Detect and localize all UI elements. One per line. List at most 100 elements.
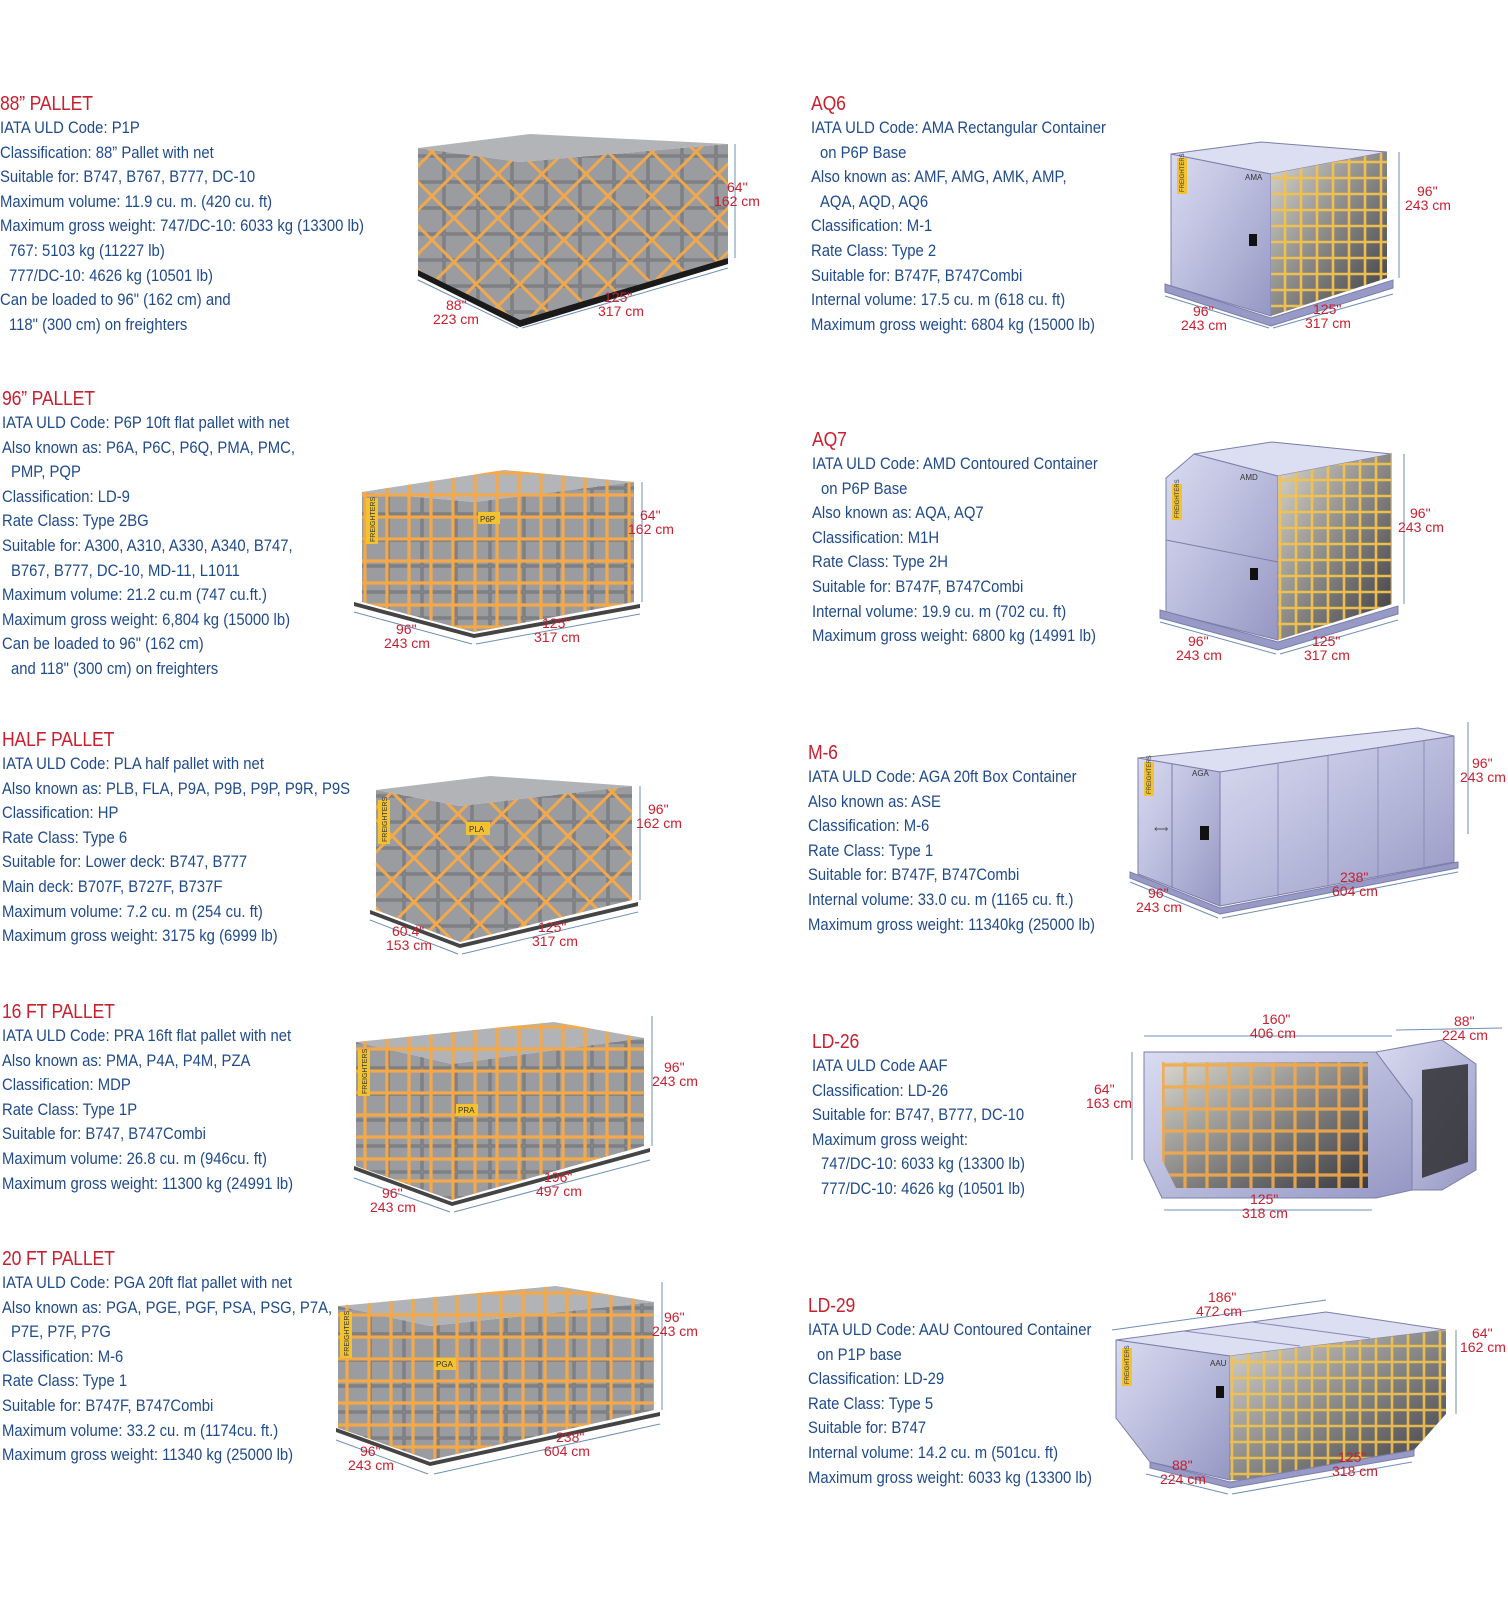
dim-length-in: 238" (1340, 869, 1368, 885)
spec-line: Rate Class: Type 2H (812, 553, 948, 572)
cargo-net-side (460, 786, 632, 942)
dim-length-in: 196" (544, 1169, 572, 1185)
spec-line: Suitable for: B747, B747Combi (2, 1125, 206, 1144)
dim-length-cm: 318 cm (1242, 1205, 1288, 1221)
spec-line: Maximum volume: 21.2 cu.m (747 cu.ft.) (2, 586, 267, 605)
half-pallet-illustration: FREIGHTERS PLA 96" 162 cm 60.4" 153 cm 1… (369, 776, 682, 955)
spec-line: 118" (300 cm) on freighters (9, 315, 188, 334)
freighters-tag (1177, 158, 1187, 194)
entry-aq7: AQ7 IATA ULD Code: AMD Contoured Contain… (812, 428, 1130, 649)
dim-width-cm: 243 cm (1181, 317, 1227, 333)
dim-height-cm: 162 cm (1460, 1339, 1506, 1355)
spec-line: Suitable for: B747F, B747Combi (808, 866, 1020, 885)
spec-line: 747/DC-10: 6033 kg (13300 lb) (821, 1155, 1025, 1174)
uld-id-plate-label: PRA (458, 1106, 475, 1115)
spec-line: Can be loaded to 96" (162 cm) (2, 635, 204, 654)
uld-id-plate-label: P6P (480, 515, 495, 524)
entry-m6: M-6 IATA ULD Code: AGA 20ft Box Containe… (808, 741, 1127, 937)
cargo-net-top (356, 1022, 644, 1064)
uld-id-plate (456, 1104, 478, 1116)
dim-top-in: 160" (1262, 1011, 1290, 1027)
door-latch (1250, 568, 1258, 580)
spec-line: Maximum gross weight: 6800 kg (14991 lb) (812, 627, 1096, 646)
spec-line: IATA ULD Code: PLA half pallet with net (2, 755, 264, 773)
uld-id-plate (434, 1358, 456, 1370)
spec-line: Classification: MDP (2, 1076, 131, 1095)
cargo-net-front (418, 148, 520, 320)
spec-line: Also known as: AMF, AMG, AMK, AMP, (811, 168, 1067, 187)
dimension-annotations: 64" 162 cm 96" 243 cm 125" 317 cm (353, 482, 674, 651)
cargo-net-top (338, 1286, 654, 1326)
dim-height-in: 96" (664, 1059, 685, 1075)
spec-line: Rate Class: Type 1 (808, 841, 934, 860)
dim-width-cm: 243 cm (384, 635, 430, 651)
dim-length-in: 125" (1313, 301, 1341, 317)
spec-line: 767: 5103 kg (11227 lb) (9, 241, 165, 260)
spec-line: IATA ULD Code: PGA 20ft flat pallet with… (2, 1274, 292, 1292)
freighters-tag-label: FREIGHTERS (1175, 479, 1181, 518)
dim-width-in: 60.4" (392, 923, 424, 939)
entry-20ft-pallet: 20 FT PALLET IATA ULD Code: PGA 20ft fla… (2, 1247, 369, 1468)
dim-height-cm: 243 cm (1405, 197, 1451, 213)
spec-line: Suitable for: B747F, B747Combi (2, 1396, 214, 1415)
cargo-net-side (474, 482, 634, 632)
uld-id-label: AMD (1240, 473, 1258, 482)
spec-line: 777/DC-10: 4626 kg (10501 lb) (9, 266, 213, 285)
spec-line: on P1P base (817, 1345, 902, 1364)
pallet-88-illustration: 64" 162 cm 88" 223 cm 125" 317 cm (417, 134, 760, 329)
dim-height-cm: 243 cm (1398, 519, 1444, 535)
entry-88-pallet: 88” PALLET IATA ULD Code: P1P Classifica… (0, 92, 404, 337)
dim-width-cm: 243 cm (1176, 647, 1222, 663)
side-window (1422, 1064, 1468, 1178)
dim-length-in: 125" (1312, 633, 1340, 649)
container-base (1159, 605, 1399, 651)
spec-line: IATA ULD Code: PRA 16ft flat pallet with… (2, 1027, 292, 1045)
spec-line: Classification: M-6 (808, 817, 930, 836)
spec-line: B767, B777, DC-10, MD-11, L1011 (11, 561, 240, 580)
spec-line: Rate Class: Type 5 (808, 1394, 934, 1413)
entry-title: AQ7 (812, 429, 847, 451)
dim-height-cm: 163 cm (1086, 1095, 1132, 1111)
dim-length-in: 125" (604, 289, 632, 305)
dim-height-cm: 162 cm (636, 815, 682, 831)
spec-line: Also known as: PLB, FLA, P9A, P9B, P9P, … (2, 779, 351, 798)
uld-id-label: AMA (1245, 173, 1263, 182)
spec-line: IATA ULD Code: P6P 10ft flat pallet with… (2, 414, 290, 432)
dim-length-in: 125" (538, 919, 566, 935)
spec-line: Internal volume: 17.5 cu. m (618 cu. ft) (811, 291, 1066, 310)
entry-title: LD-29 (808, 1295, 856, 1317)
spec-line: Maximum gross weight: 6033 kg (13300 lb) (808, 1468, 1092, 1487)
spec-line: Classification: M-6 (2, 1347, 124, 1366)
spec-line: Classification: LD-26 (812, 1081, 949, 1100)
freighters-tag-label: FREIGHTERS (344, 1311, 351, 1356)
dim-top-in: 186" (1208, 1289, 1236, 1305)
spec-line: Also known as: AQA, AQ7 (812, 504, 984, 523)
uld-id-plate (478, 512, 500, 524)
spec-line: Maximum volume: 7.2 cu. m (254 cu. ft) (2, 902, 263, 921)
dim-length-in: 125" (1250, 1191, 1278, 1207)
container-base (1129, 861, 1459, 915)
spec-line: Maximum gross weight: 11340kg (25000 lb) (808, 915, 1095, 934)
dim-height-cm: 162 cm (628, 521, 674, 537)
spec-line: Classification: LD-29 (808, 1370, 945, 1389)
entry-title: M-6 (808, 742, 838, 764)
spec-line: IATA ULD Code: AMD Contoured Container (812, 455, 1098, 473)
entry-title: LD-26 (812, 1031, 860, 1053)
dimension-annotations: 64" 162 cm 88" 223 cm 125" 317 cm (417, 144, 760, 329)
entry-title: 96” PALLET (2, 388, 95, 410)
cargo-net-front (362, 492, 474, 632)
spec-line: Classification: M-1 (811, 217, 933, 236)
freighters-tag-label: FREIGHTERS (1147, 755, 1153, 794)
spec-line: 777/DC-10: 4626 kg (10501 lb) (821, 1179, 1025, 1198)
dim-depth-in: 88" (1454, 1013, 1475, 1029)
spec-line: PMP, PQP (11, 463, 81, 482)
cargo-net-side (452, 1038, 644, 1200)
spec-line: Also known as: PGA, PGE, PGF, PSA, PSG, … (2, 1298, 333, 1317)
pallet-base (354, 602, 640, 638)
dimension-annotations: 186" 472 cm 64" 162 cm 88" 224 cm 125" 3… (1111, 1289, 1506, 1495)
dim-length-in: 125" (1338, 1449, 1366, 1465)
ld29-container-illustration: FREIGHTERS AAU 186" 472 cm 64" 162 cm 88… (1111, 1289, 1506, 1495)
uld-id-plate (466, 822, 490, 835)
freighters-tag-label: FREIGHTERS (370, 497, 377, 542)
entry-16ft-pallet: 16 FT PALLET IATA ULD Code: PRA 16ft fla… (2, 1000, 325, 1196)
